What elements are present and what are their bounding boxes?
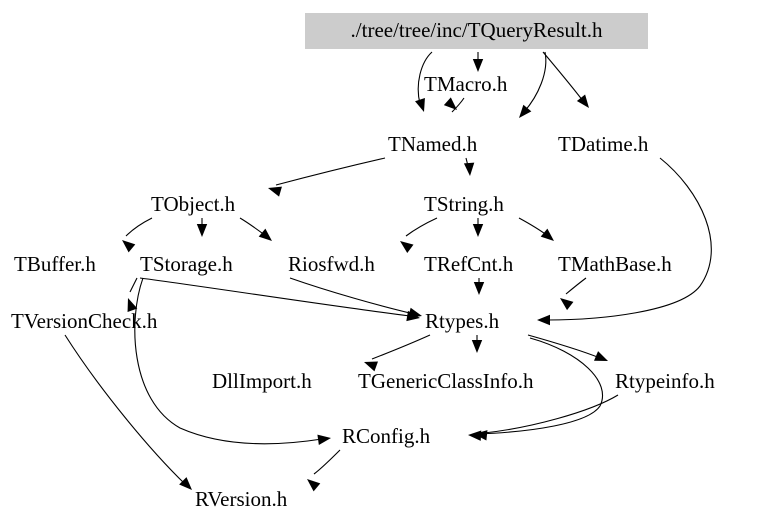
edge-Rtypeinfo-to-RConfig [483, 394, 619, 434]
edge-TStorage-to-TVersionCheck [129, 277, 138, 293]
edge-TQueryResult-to-TString [523, 51, 547, 113]
edge-TStorage-to-RConfig [134, 277, 323, 445]
arrowhead-TNamed-to-TString [463, 162, 475, 176]
node-TGenericClassInfo[interactable]: TGenericClassInfo.h [358, 369, 534, 393]
arrowhead-TMathBase-to-Rtypes [560, 298, 574, 311]
arrowhead-TString-to-TMathBase [540, 228, 554, 241]
edge-TDatime-to-Rtypes [546, 157, 712, 321]
arrowhead-Rtypes-to-TGenericClassInfo [471, 340, 483, 353]
node-Rtypeinfo[interactable]: Rtypeinfo.h [615, 369, 715, 393]
arrowhead-Rtypeinfo-to-RConfig [474, 430, 488, 441]
node-TObject[interactable]: TObject.h [151, 192, 236, 216]
node-DllImport[interactable]: DllImport.h [212, 369, 312, 393]
arrowhead-Rtypes-to-DllImport [364, 361, 378, 372]
node-RVersion[interactable]: RVersion.h [195, 487, 288, 511]
node-TDatime[interactable]: TDatime.h [558, 132, 649, 156]
edge-TMacro-to-TNamed [451, 97, 465, 113]
edge-TString-to-Riosfwd [405, 217, 438, 237]
arrowhead-TStorage-to-RConfig [317, 434, 331, 445]
edge-Riosfwd-to-Rtypes [289, 277, 415, 315]
node-TQueryResult[interactable]: ./tree/tree/inc/TQueryResult.h [305, 13, 648, 49]
arrowhead-TQueryResult-to-TDatime [576, 94, 589, 108]
arrowhead-TQueryResult-to-TString [519, 104, 532, 118]
arrowhead-TDatime-to-Rtypes [537, 314, 550, 326]
node-TBuffer[interactable]: TBuffer.h [14, 252, 96, 276]
edge-TMathBase-to-Rtypes [565, 277, 587, 295]
node-TRefCnt[interactable]: TRefCnt.h [424, 252, 514, 276]
edge-TQueryResult-to-TNamed [417, 51, 433, 105]
edge-TQueryResult-to-TDatime [542, 51, 584, 102]
node-TStorage[interactable]: TStorage.h [140, 252, 233, 276]
arrowhead-TVersionCheck-to-RVersion [179, 477, 192, 490]
arrowhead-TString-to-Riosfwd [400, 241, 414, 253]
arrowhead-RConfig-to-RVersion [307, 479, 321, 492]
node-RConfig[interactable]: RConfig.h [342, 424, 431, 448]
arrowhead-TRefCnt-to-Rtypes [473, 282, 485, 295]
edge-RConfig-to-RVersion [313, 449, 341, 475]
edge-TNamed-to-TObject [275, 157, 386, 186]
arrowhead-TObject-to-TBuffer [122, 240, 136, 253]
arrowhead-TString-to-TRefCnt [472, 224, 484, 237]
node-Riosfwd[interactable]: Riosfwd.h [288, 252, 375, 276]
edge-TBuffer-to-Rtypes [139, 277, 411, 317]
arrowhead-TMacro-to-TNamed [443, 97, 457, 110]
edge-TVersionCheck-to-RVersion [64, 334, 186, 485]
arrowhead-TObject-to-Riosfwd [258, 228, 272, 241]
arrowhead-TStorage-to-TVersionCheck [127, 298, 138, 312]
node-TString[interactable]: TString.h [424, 192, 504, 216]
edge-Rtypes-to-Rtypeinfo [527, 334, 601, 359]
arrowhead-TBuffer-to-Rtypes [406, 310, 420, 322]
edge-Rtypes-to-DllImport [371, 334, 431, 360]
node-TNamed[interactable]: TNamed.h [388, 132, 478, 156]
arrowhead-TQueryResult-to-TNamed [415, 98, 425, 112]
edge-Rtypes-to-RConfig [477, 337, 604, 435]
arrowhead-Rtypes-to-Rtypeinfo [594, 351, 608, 361]
node-TMacro[interactable]: TMacro.h [424, 72, 508, 96]
arrowhead-TQueryResult-to-TMacro [472, 59, 484, 72]
node-Rtypes[interactable]: Rtypes.h [425, 309, 500, 333]
arrowhead-TObject-to-TStorage [196, 224, 208, 237]
arrowhead-TNamed-to-TObject [268, 186, 282, 197]
node-TMathBase[interactable]: TMathBase.h [558, 252, 672, 276]
edge-TObject-to-TBuffer [125, 217, 153, 237]
node-TVersionCheck[interactable]: TVersionCheck.h [11, 309, 158, 333]
